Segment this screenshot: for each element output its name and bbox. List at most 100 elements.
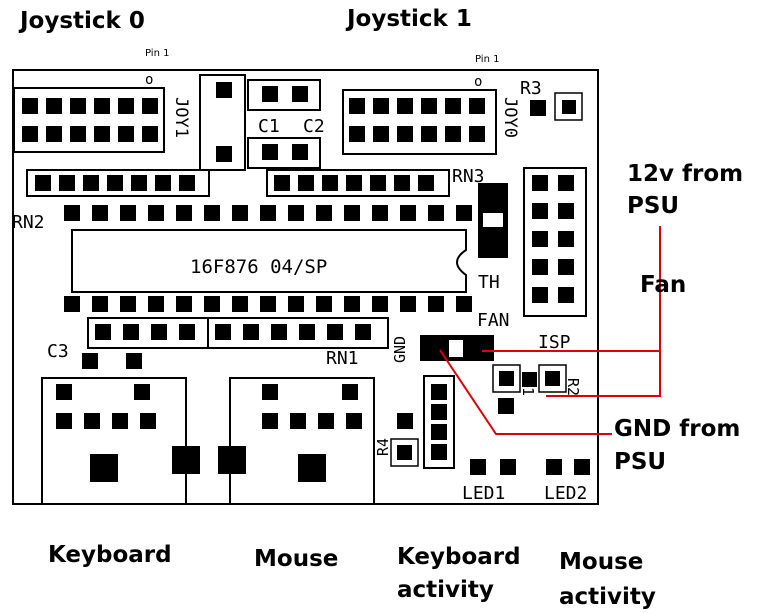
isp-pad <box>532 203 548 219</box>
joy1-pad <box>94 98 110 114</box>
joy1-label: JOY1 <box>171 97 191 138</box>
fan-annotation: Fan <box>640 272 686 298</box>
th-jumper: TH <box>478 183 508 293</box>
joy0-pad <box>445 126 461 142</box>
rn3-pad <box>274 175 290 191</box>
chip-pin <box>148 205 164 221</box>
joy1-pad <box>22 98 38 114</box>
svg-text:o: o <box>474 74 482 90</box>
fan-label: FAN <box>477 310 510 331</box>
joy1-pad <box>94 126 110 142</box>
psu-12v-label-2: PSU <box>627 193 679 219</box>
gnd-psu-label-1: GND from <box>614 416 740 442</box>
joystick-1-label: Joystick 1 <box>345 6 472 32</box>
joy1-connector: o JOY1 <box>13 72 191 153</box>
rn1-pad <box>215 324 231 340</box>
rn2-resistor-network <box>26 169 210 197</box>
chip-pin <box>372 205 388 221</box>
r3-square-pad <box>554 92 583 121</box>
joy1-pad <box>118 126 134 142</box>
chip-pin <box>260 205 276 221</box>
rn3-label: RN3 <box>452 166 485 187</box>
chip-pin <box>400 205 416 221</box>
rn3-pad <box>394 175 410 191</box>
rn2-pad <box>131 175 147 191</box>
joy1-pad <box>46 126 62 142</box>
rn3-pad <box>298 175 314 191</box>
rn2-pad <box>83 175 99 191</box>
fan-wire-lower <box>546 300 661 397</box>
rn1-pad <box>299 324 315 340</box>
chip-pin <box>64 296 80 312</box>
rn1-pad <box>123 324 139 340</box>
led1-label: LED1 <box>462 483 505 504</box>
rn1-pad <box>327 324 343 340</box>
rn3-resistor-network <box>266 169 450 197</box>
chip-pin <box>204 296 220 312</box>
joy1-pad <box>46 98 62 114</box>
joy0-pad <box>445 98 461 114</box>
r2-resistor: R2 <box>522 364 582 396</box>
chip-pin <box>64 205 80 221</box>
rn1-pad <box>95 324 111 340</box>
joy1-pad <box>70 98 86 114</box>
chip-label: 16F876 04/SP <box>190 256 327 278</box>
chip-pin <box>428 296 444 312</box>
r3-label: R3 <box>520 78 542 99</box>
chip-pin <box>148 296 164 312</box>
rn3-pad <box>346 175 362 191</box>
rn1-pad <box>271 324 287 340</box>
pic-chip-body <box>71 229 467 293</box>
gnd-psu-label-2: PSU <box>614 449 666 475</box>
joy1-pad <box>22 126 38 142</box>
c1-label: C1 <box>258 116 280 137</box>
pin1-right-label: Pin 1 <box>475 54 499 65</box>
mouse-connector <box>218 377 375 504</box>
svg-text:o: o <box>145 72 153 88</box>
chip-pin <box>372 296 388 312</box>
chip-bottom-pins <box>64 296 472 312</box>
chip-pin <box>204 205 220 221</box>
th-label: TH <box>478 272 500 293</box>
isp-pad <box>532 287 548 303</box>
chip-pin <box>232 296 248 312</box>
vertical-4pin-header <box>423 375 455 469</box>
rn1-label: RN1 <box>326 348 359 369</box>
chip-pin <box>120 296 136 312</box>
c3-label: C3 <box>47 341 69 362</box>
joy0-pad <box>469 98 485 114</box>
isp-pad <box>558 259 574 275</box>
chip-pin <box>260 296 276 312</box>
mouse-activity-label-2: activity <box>559 584 656 610</box>
isp-header <box>523 167 587 317</box>
keyboard-label: Keyboard <box>48 542 172 568</box>
joy0-pad <box>397 126 413 142</box>
rn2-label: RN2 <box>12 212 45 233</box>
joystick-0-label: Joystick 0 <box>18 8 145 34</box>
joy1-pad <box>142 126 158 142</box>
rn3-pad <box>370 175 386 191</box>
chip-top-pins <box>64 205 472 221</box>
chip-pin <box>288 205 304 221</box>
joy1-pad <box>70 126 86 142</box>
isp-pad <box>532 231 548 247</box>
keyboard-connector <box>41 377 200 504</box>
chip-pin <box>456 205 472 221</box>
chip-pin <box>344 296 360 312</box>
capacitor-c1-c2: C1 C2 <box>199 74 325 171</box>
isp-pad <box>558 175 574 191</box>
rn1-pad <box>243 324 259 340</box>
rn2-pad <box>107 175 123 191</box>
rn3-pad <box>418 175 434 191</box>
psu-12v-label-1: 12v from <box>627 161 743 187</box>
wiring <box>439 226 661 435</box>
chip-pin <box>288 296 304 312</box>
joy1-pad <box>142 98 158 114</box>
rn1-pad <box>151 324 167 340</box>
isp-pad <box>532 259 548 275</box>
rn1-pad <box>355 324 371 340</box>
rn2-pad <box>59 175 75 191</box>
isp-pad <box>558 287 574 303</box>
mouse-label: Mouse <box>254 546 338 572</box>
isp-pad <box>558 203 574 219</box>
